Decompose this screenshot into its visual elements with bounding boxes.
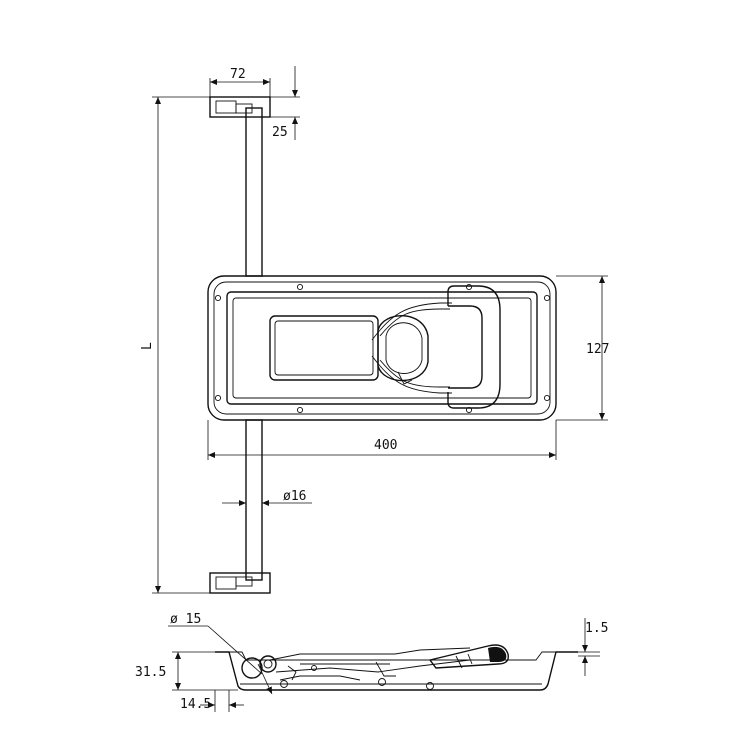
dimension-side-height: 31.5 [135, 651, 238, 691]
base-plate [207, 275, 557, 421]
dimension-plate-width: 400 [207, 420, 557, 460]
label-plate-height: 127 [586, 342, 609, 357]
label-side-offset: 14.5 [180, 697, 211, 712]
label-lip: 1.5 [585, 621, 608, 636]
side-view: ø 15 31.5 14.5 1.5 [135, 612, 608, 712]
label-pivot-diameter: ø 15 [170, 612, 201, 627]
dimension-top-height: 25 [270, 66, 300, 140]
dimension-pivot-diameter: ø 15 [168, 612, 273, 695]
handle-assembly [269, 285, 501, 409]
lower-rod [245, 419, 263, 581]
handle-side [428, 644, 509, 669]
label-plate-width: 400 [374, 438, 397, 453]
label-side-height: 31.5 [135, 665, 166, 680]
mounting-holes [214, 283, 551, 414]
pivot [241, 655, 277, 679]
upper-bracket [209, 96, 271, 118]
upper-rod [245, 107, 263, 277]
label-length: L [140, 342, 155, 350]
dimension-rod-diameter: ø16 [222, 489, 312, 506]
lower-bracket [209, 572, 271, 594]
top-view: 72 25 L 127 400 [140, 66, 609, 594]
label-top-width: 72 [230, 67, 246, 82]
dimension-top-width: 72 [209, 67, 271, 97]
tray-profile [215, 651, 578, 691]
dimension-length: L [140, 96, 210, 594]
dimension-side-offset: 14.5 [180, 690, 244, 712]
label-top-height: 25 [272, 125, 288, 140]
label-rod-diameter: ø16 [283, 489, 306, 504]
linkage [269, 647, 471, 690]
dimension-plate-height: 127 [556, 275, 609, 421]
dimension-lip: 1.5 [578, 618, 608, 676]
